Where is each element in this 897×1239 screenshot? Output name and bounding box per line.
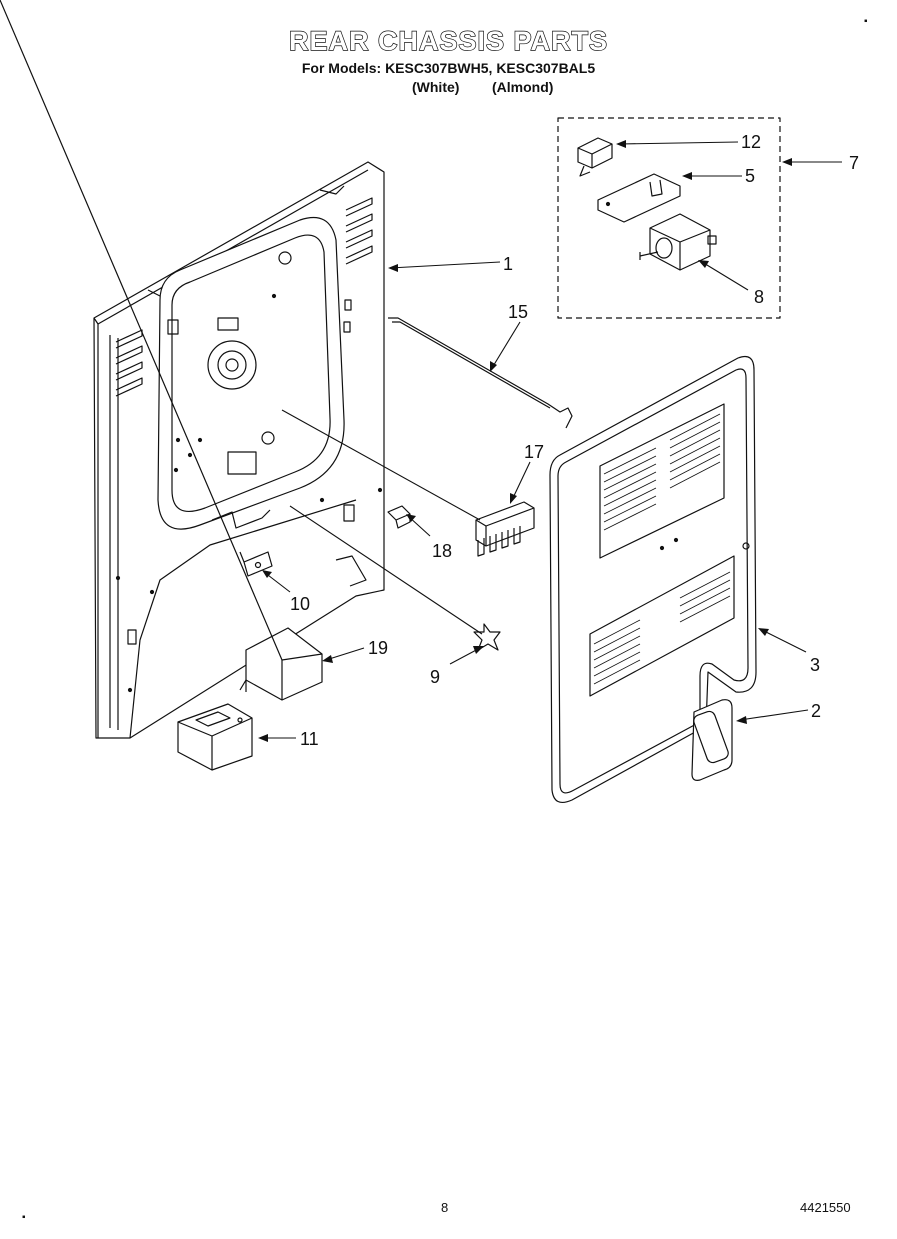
lower-vent-slots [593,571,731,685]
star-fastener [473,623,501,651]
callout-10: 10 [290,594,310,614]
color-variants: (White) (Almond) [0,79,897,99]
variant-almond: (Almond) [492,79,554,95]
callout-3: 3 [810,655,820,675]
model-subtitle: For Models: KESC307BWH5, KESC307BAL5 [301,60,596,76]
callout-15: 15 [508,302,528,322]
switch [577,137,613,177]
callout-2: 2 [811,701,821,721]
callout-12: 12 [741,132,761,152]
callout-17: 17 [524,442,544,462]
small-bracket [239,551,273,577]
callout-19: 19 [368,638,388,658]
corner-mark: ▪ [22,1212,26,1223]
callout-9: 9 [430,667,440,687]
clip [387,505,411,529]
rod [388,317,573,429]
transformer-box [177,703,253,771]
page-number: 8 [441,1200,449,1215]
document-number: 4421550 [800,1200,851,1215]
leader-lines [258,140,842,742]
variant-white: (White) [412,79,460,95]
callout-5: 5 [745,166,755,186]
callout-7: 7 [849,153,859,173]
vent-louvers-right [345,197,373,265]
callout-11: 11 [300,729,319,749]
callout-1: 1 [503,254,513,274]
page-title: REAR CHASSIS PARTS [288,25,609,56]
kit-boundary [557,117,781,319]
callout-labels: 1 2 3 5 7 8 9 10 11 12 15 17 18 19 [290,132,859,749]
terminal-block [475,501,535,557]
rear-access-cover [549,355,757,803]
solenoid [639,213,717,271]
angle-bracket [0,0,323,701]
callout-18: 18 [432,541,452,561]
cover-plate [691,699,733,781]
upper-vent-slots [603,413,721,531]
rear-chassis-panel [93,161,385,739]
corner-mark: ▪ [864,16,868,27]
callout-8: 8 [754,287,764,307]
mounting-bracket [597,173,681,223]
